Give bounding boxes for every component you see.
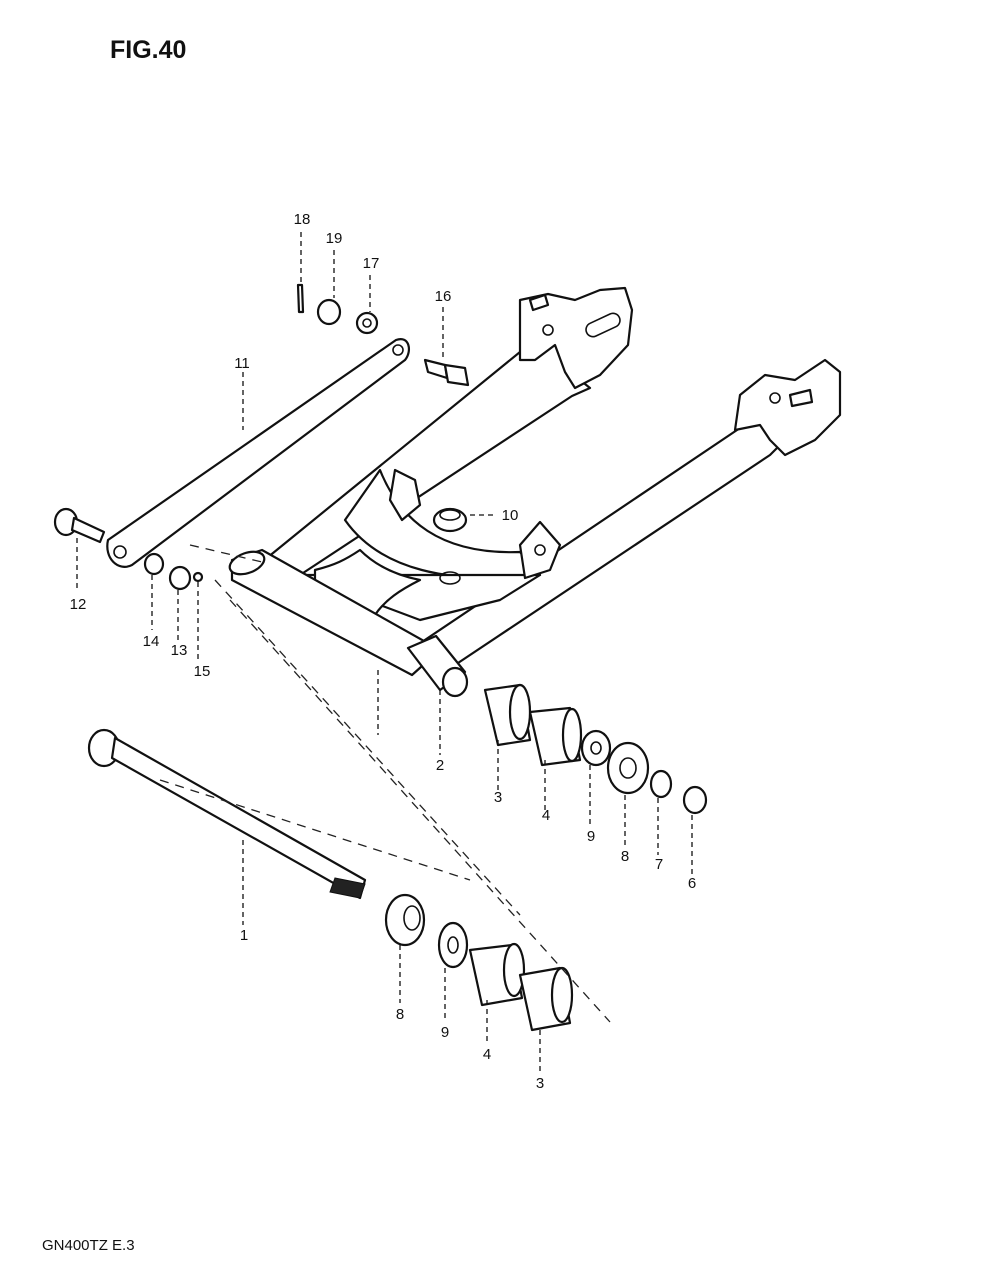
label-part-4-lower: 4: [483, 1046, 491, 1063]
part-8-dust-seal-right: [606, 741, 650, 795]
part-17-washer: [355, 311, 379, 335]
figure-title: FIG.40: [110, 36, 186, 64]
alignment-lines: [159, 544, 611, 1023]
part-9-washer-left: [437, 921, 469, 969]
label-part-16: 16: [435, 288, 452, 305]
label-part-12: 12: [70, 596, 87, 613]
label-part-18: 18: [294, 211, 311, 228]
label-part-1: 1: [240, 927, 248, 944]
part-19-nut: [316, 298, 342, 326]
label-part-9: 9: [587, 828, 595, 845]
label-part-2: 2: [436, 757, 444, 774]
part-12-bolt: [53, 507, 106, 544]
label-part-8-lower: 8: [396, 1006, 404, 1023]
part-6-nut: [682, 785, 708, 815]
label-part-9-lower: 9: [441, 1024, 449, 1041]
swingarm-drawing: [228, 286, 842, 698]
label-part-3: 3: [494, 789, 502, 806]
label-part-17: 17: [363, 255, 380, 272]
figure-footer: GN400TZ E.3: [42, 1237, 135, 1254]
label-part-13: 13: [171, 642, 188, 659]
label-part-15: 15: [194, 663, 211, 680]
part-9-washer-right: [580, 729, 612, 767]
label-part-11: 11: [234, 355, 250, 372]
part-18-cotter-pin: [296, 283, 305, 314]
label-part-8: 8: [621, 848, 629, 865]
leader-lines: [76, 232, 693, 1075]
label-part-14: 14: [143, 633, 160, 650]
part-1-pivot-shaft: [87, 728, 367, 900]
label-part-4: 4: [542, 807, 550, 824]
label-part-10: 10: [502, 507, 519, 524]
label-part-7: 7: [655, 856, 663, 873]
part-8-dust-seal-left: [384, 893, 426, 947]
part-7-washer: [649, 769, 673, 799]
part-13-nut: [168, 565, 192, 591]
part-14-washer: [143, 552, 165, 576]
part-11-torque-link: [106, 338, 411, 568]
label-part-6: 6: [688, 875, 696, 892]
label-part-19: 19: [326, 230, 343, 247]
part-15-cotter-pin: [192, 571, 204, 583]
label-part-3-lower: 3: [536, 1075, 544, 1092]
part-labels: 18 19 17 16 11 10 12 14 13 15 2 3 4 9 8 …: [70, 211, 697, 1092]
part-16-bolt: [423, 358, 470, 387]
